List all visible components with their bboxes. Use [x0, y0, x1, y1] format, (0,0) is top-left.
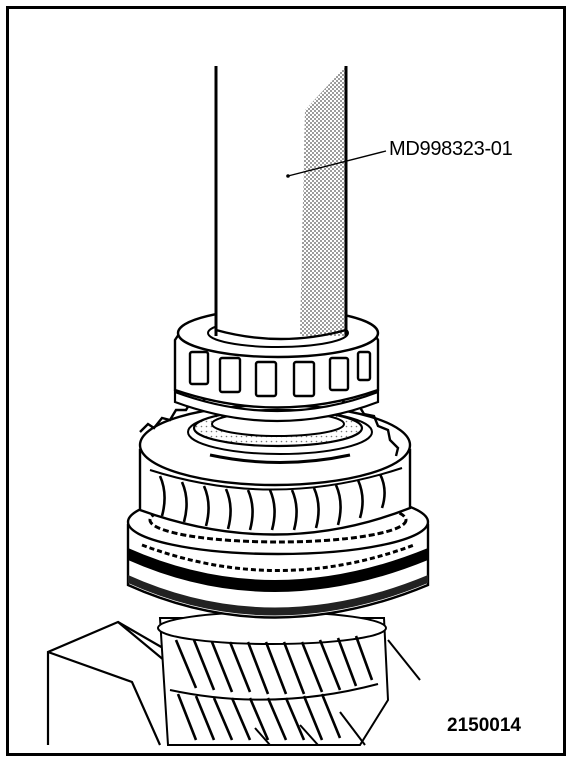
countershaft-gears	[157, 611, 421, 746]
figure-number: 2150014	[447, 715, 521, 736]
special-tool-shaft	[214, 66, 348, 341]
tool-part-number-label: MD998323-01	[389, 138, 513, 160]
callout-leader	[286, 150, 387, 178]
work-block	[46, 620, 201, 746]
